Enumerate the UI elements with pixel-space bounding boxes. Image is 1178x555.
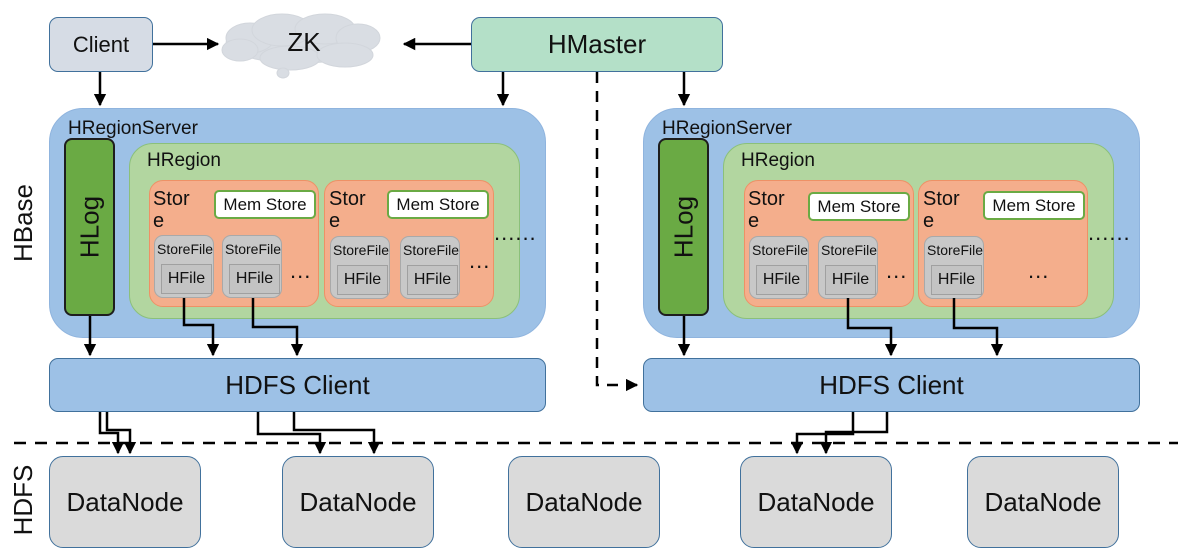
arrow-hdfs2-to-datanode4-extra (819, 412, 889, 455)
more-stores-1: ...... (494, 220, 537, 245)
storefile-2a-2[interactable]: StoreFile HFile (818, 236, 878, 299)
memstore-1a[interactable]: Mem Store (214, 190, 316, 219)
datanode-3[interactable]: DataNode (508, 456, 660, 548)
arrow-hdfs1-to-datanode1 (98, 412, 125, 455)
hfile-2a-1[interactable]: HFile (756, 265, 807, 295)
storefile-2a-1[interactable]: StoreFile HFile (749, 236, 809, 299)
dashed-arrow-hmaster-to-hdfs2 (595, 72, 639, 392)
arrow-hdfs1-to-datanode2-extra (292, 412, 381, 455)
hfile-1b-1[interactable]: HFile (337, 265, 388, 295)
datanode-4-label: DataNode (757, 486, 875, 517)
region-server-2-label: HRegionServer (662, 118, 792, 139)
hdfs-client-1[interactable]: HDFS Client (49, 358, 546, 412)
hfile-2a-1-label: HFile (762, 271, 801, 288)
storefile-1b-1-label: StoreFile (333, 242, 390, 258)
hdfs-client-2-label: HDFS Client (819, 369, 964, 400)
storefile-1a-2-label: StoreFile (225, 241, 282, 257)
hregion-2-label: HRegion (741, 150, 815, 171)
hbase-side-label: HBase (7, 183, 38, 263)
storefile-2a-2-label: StoreFile (821, 242, 878, 258)
hdfs-client-2[interactable]: HDFS Client (643, 358, 1140, 412)
memstore-2a-label: Mem Store (817, 196, 901, 216)
storefile-1b-2-label: StoreFile (403, 242, 460, 258)
store-2b-label: Store (923, 188, 960, 232)
hlog-1[interactable]: HLog (64, 138, 115, 316)
more-stores-2: ...... (1088, 220, 1131, 245)
storefile-2a-1-label: StoreFile (752, 242, 809, 258)
storefile-1b-2[interactable]: StoreFile HFile (400, 236, 460, 299)
hfile-2a-2[interactable]: HFile (825, 265, 876, 295)
storefile-2b-1[interactable]: StoreFile HFile (924, 236, 984, 299)
datanode-1[interactable]: DataNode (49, 456, 201, 548)
store-2a-label: Store (748, 188, 785, 232)
datanode-3-label: DataNode (525, 486, 643, 517)
datanode-2[interactable]: DataNode (282, 456, 434, 548)
hlog-2[interactable]: HLog (658, 138, 709, 316)
datanode-5[interactable]: DataNode (967, 456, 1119, 548)
hfile-1b-2[interactable]: HFile (407, 265, 458, 295)
hmaster-node[interactable]: HMaster (471, 17, 723, 72)
arrow-hdfs1-to-datanode2 (256, 412, 327, 455)
hregion-1-label: HRegion (147, 150, 221, 171)
store-1b-label: Store (329, 188, 366, 232)
hfile-1a-1[interactable]: HFile (161, 264, 212, 294)
hdfs-client-1-label: HDFS Client (225, 369, 370, 400)
memstore-1b[interactable]: Mem Store (387, 190, 489, 219)
client-label: Client (72, 31, 130, 57)
hlog-1-label: HLog (74, 195, 104, 259)
arrow-hdfs2-to-datanode4 (790, 412, 855, 455)
storefile-1a-2[interactable]: StoreFile HFile (222, 235, 282, 298)
more-storefiles-2b: ... (1028, 258, 1050, 283)
hfile-2b-1-label: HFile (937, 271, 976, 288)
hlog-2-label: HLog (668, 195, 698, 259)
hfile-1a-2-label: HFile (235, 270, 274, 287)
more-storefiles-1b: ... (469, 248, 491, 273)
memstore-2b[interactable]: Mem Store (983, 191, 1085, 220)
hfile-1a-2[interactable]: HFile (229, 264, 280, 294)
storefile-2b-1-label: StoreFile (927, 242, 984, 258)
datanode-4[interactable]: DataNode (740, 456, 892, 548)
hmaster-label: HMaster (547, 29, 647, 59)
region-server-1-label: HRegionServer (68, 118, 198, 139)
hdfs-side-label: HDFS (7, 464, 38, 536)
zk-label: ZK (287, 26, 321, 57)
storefile-1b-1[interactable]: StoreFile HFile (330, 236, 390, 299)
hfile-2a-2-label: HFile (831, 271, 870, 288)
more-storefiles-2a: ... (886, 258, 908, 283)
storefile-1a-1[interactable]: StoreFile HFile (154, 235, 214, 298)
datanode-2-label: DataNode (299, 486, 417, 517)
datanode-5-label: DataNode (984, 486, 1102, 517)
storefile-1a-1-label: StoreFile (157, 241, 214, 257)
store-1a-label: Store (153, 188, 190, 232)
datanode-1-label: DataNode (66, 486, 184, 517)
client-node[interactable]: Client (49, 17, 153, 72)
more-storefiles-1a: ... (290, 258, 312, 283)
memstore-2a[interactable]: Mem Store (808, 192, 910, 221)
hfile-1b-2-label: HFile (413, 271, 452, 288)
memstore-1b-label: Mem Store (396, 194, 480, 214)
hfile-1b-1-label: HFile (343, 271, 382, 288)
arrow-hdfs1-to-datanode1-extra (105, 412, 137, 455)
hfile-1a-1-label: HFile (167, 270, 206, 287)
hfile-2b-1[interactable]: HFile (931, 265, 982, 295)
memstore-2b-label: Mem Store (992, 195, 1076, 215)
memstore-1a-label: Mem Store (223, 194, 307, 214)
